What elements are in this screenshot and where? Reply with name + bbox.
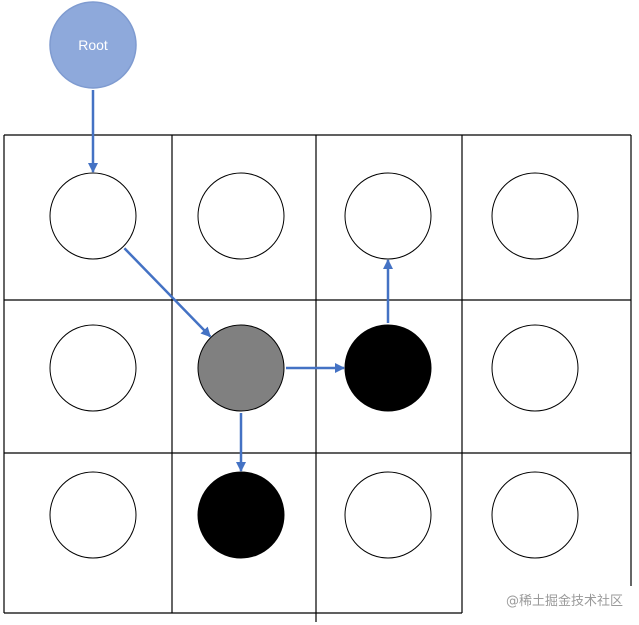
node-white-r2c2 — [344, 471, 432, 559]
node-white-r2c3 — [491, 471, 579, 559]
node-white-r0c1 — [197, 172, 285, 260]
watermark-text: @稀土掘金技术社区 — [506, 593, 623, 609]
node-gray-r1c1 — [197, 324, 285, 412]
root-label: Root — [78, 37, 108, 53]
node-white-r1c3 — [491, 324, 579, 412]
edges — [88, 90, 393, 472]
root-node: Root — [49, 1, 137, 89]
node-white-r0c0 — [49, 172, 137, 260]
node-white-r0c2 — [344, 172, 432, 260]
grid — [3, 134, 632, 622]
root-circle — [49, 1, 137, 89]
node-black-r1c2 — [344, 324, 432, 412]
node-white-r1c0 — [49, 324, 137, 412]
grid-nodes — [49, 172, 579, 559]
node-white-r2c0 — [49, 471, 137, 559]
node-black-r2c1 — [197, 471, 285, 559]
node-white-r0c3 — [491, 172, 579, 260]
edge-arrow-r0c0-to-r1c1 — [123, 247, 212, 338]
